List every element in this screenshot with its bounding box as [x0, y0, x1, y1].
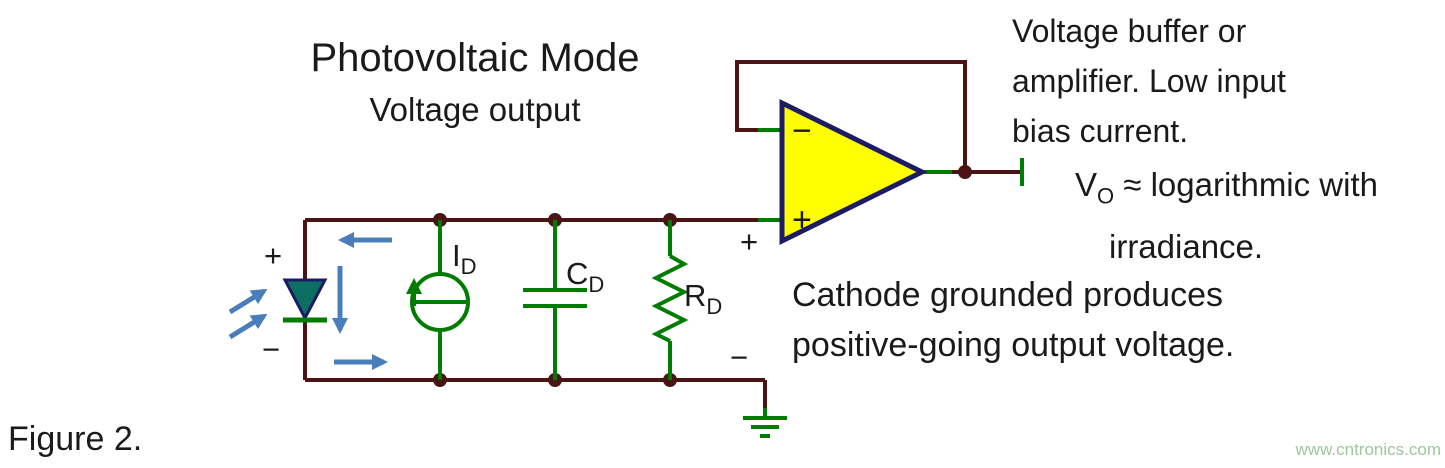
- ground-symbol: [743, 408, 787, 438]
- resistor-label: RD: [684, 278, 722, 319]
- vo-text: ≈ logarithmic with: [1114, 166, 1378, 203]
- capacitor-label: CD: [566, 256, 604, 297]
- light-arrows-icon: [228, 288, 268, 340]
- photodiode-symbol: [228, 278, 328, 340]
- note-line: VO ≈ logarithmic with: [1075, 160, 1378, 222]
- note-line: positive-going output voltage.: [792, 326, 1235, 364]
- note-line: amplifier. Low input: [1012, 63, 1286, 99]
- watermark: www.cntronics.com: [1295, 440, 1441, 459]
- opamp-symbol: [758, 98, 1024, 246]
- opamp-input-plus-label: +: [740, 224, 758, 259]
- current-source-label: ID: [452, 238, 477, 279]
- ground-minus-label: −: [730, 340, 748, 375]
- component-labels: + − ID CD RD + − + −: [262, 112, 812, 375]
- note-voltage-buffer: Voltage buffer or amplifier. Low input b…: [1012, 6, 1286, 156]
- note-line: Cathode grounded produces: [792, 276, 1223, 314]
- vo-symbol: V: [1075, 166, 1098, 203]
- diagram-title: Photovoltaic Mode: [310, 36, 640, 80]
- resistor-symbol: [651, 220, 689, 380]
- note-line: irradiance.: [1109, 227, 1264, 265]
- note-vo-logarithmic: VO ≈ logarithmic with irradiance.: [1075, 160, 1378, 272]
- current-flow-arrows: [332, 232, 392, 370]
- photodiode-minus-label: −: [262, 332, 280, 367]
- note-cathode-grounded: Cathode grounded produces positive-going…: [792, 270, 1234, 370]
- diagram-subtitle: Voltage output: [369, 91, 581, 128]
- figure-label: Figure 2.: [8, 420, 143, 458]
- opamp-inverting-label: −: [792, 112, 812, 150]
- photodiode-plus-label: +: [264, 238, 282, 273]
- note-line: Voltage buffer or: [1012, 13, 1247, 49]
- vo-subscript: O: [1097, 183, 1115, 209]
- note-line: bias current.: [1012, 113, 1189, 149]
- title-block: Photovoltaic Mode Voltage output: [250, 36, 700, 129]
- current-source-symbol: [406, 220, 470, 380]
- opamp-noninverting-label: +: [792, 201, 812, 239]
- capacitor-symbol: [523, 220, 587, 380]
